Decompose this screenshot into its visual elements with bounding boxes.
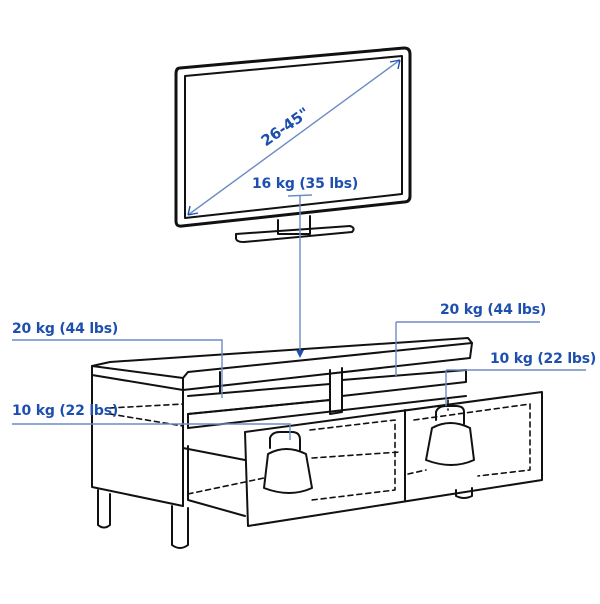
right-shelf-weight-label: 20 kg (44 lbs) — [440, 302, 547, 318]
tv-illustration — [174, 46, 412, 243]
left-shelf-weight-label: 20 kg (44 lbs) — [12, 321, 119, 337]
tv-bench-illustration — [91, 337, 543, 549]
right-drawer-weight-label: 10 kg (22 lbs) — [490, 351, 597, 367]
leader-lines — [12, 59, 586, 440]
left-drawer-weight-label: 10 kg (22 lbs) — [12, 403, 119, 419]
drawer-outlines — [109, 399, 531, 501]
tv-max-weight-label: 16 kg (35 lbs) — [252, 176, 359, 192]
arrow-down-icon — [296, 350, 304, 358]
